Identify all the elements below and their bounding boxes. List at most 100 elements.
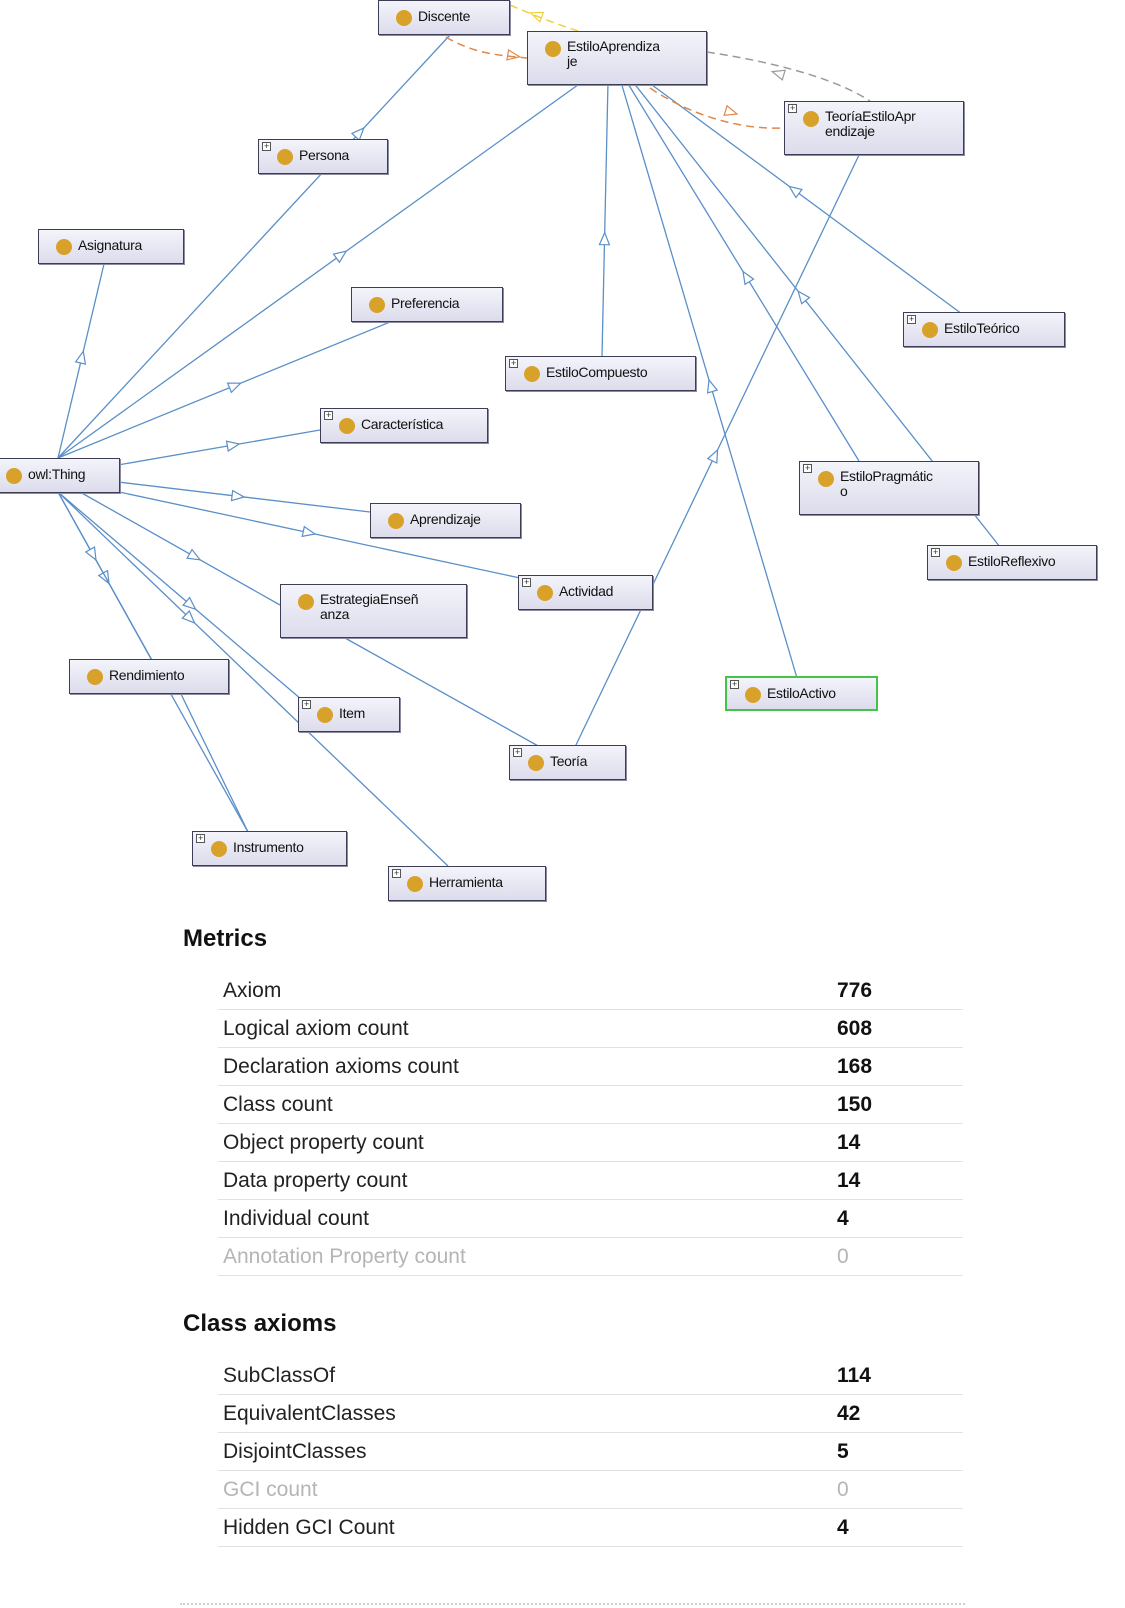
metrics-title: Metrics [183, 925, 268, 952]
node-estiloaprendizaje[interactable]: EstiloAprendiza je [527, 31, 707, 85]
class-dot-icon [803, 111, 819, 127]
metric-value: 42 [837, 1402, 861, 1425]
expand-icon[interactable]: + [522, 578, 531, 587]
subclass-edge [117, 429, 321, 466]
subclass-arrow-icon [350, 126, 365, 142]
subclass-arrow-icon [797, 290, 811, 305]
node-owlthing[interactable]: owl:Thing [0, 458, 120, 493]
metric-label: SubClassOf [223, 1364, 336, 1387]
subclass-arrow-icon [230, 489, 246, 502]
property-edge [706, 51, 871, 102]
node-label: Persona [299, 147, 350, 163]
metric-label: Logical axiom count [223, 1017, 409, 1040]
subclass-arrow-icon [301, 525, 317, 538]
node-label: Asignatura [78, 237, 142, 253]
node-label: Herramienta [429, 874, 503, 890]
node-estiloteorico[interactable]: +EstiloTeórico [903, 312, 1065, 347]
node-label: Discente [418, 8, 471, 24]
subclass-arrow-icon [225, 440, 241, 452]
node-label: EstiloReflexivo [968, 553, 1056, 569]
expand-icon[interactable]: + [302, 700, 311, 709]
subclass-arrow-icon [598, 231, 611, 246]
node-label: EstiloCompuesto [546, 364, 648, 380]
property-edge [649, 87, 785, 129]
subclass-edge [57, 491, 309, 706]
metric-row: Axiom 776 [218, 972, 963, 1010]
node-rendimiento[interactable]: Rendimiento [69, 659, 229, 694]
subclass-arrow-icon [706, 378, 719, 394]
node-item[interactable]: +Item [298, 697, 400, 732]
node-actividad[interactable]: + Actividad [518, 575, 653, 610]
section-divider [180, 1603, 965, 1605]
node-caracteristica[interactable]: +Característica [320, 408, 488, 443]
expand-icon[interactable]: + [907, 315, 916, 324]
node-teoriaestilo[interactable]: +TeoríaEstiloApr endizaje [784, 101, 964, 155]
node-estrategia[interactable]: EstrategiaEnseñ anza [280, 584, 467, 638]
expand-icon[interactable]: + [262, 142, 271, 151]
node-label: owl:Thing [28, 466, 86, 482]
node-label: Preferencia [391, 295, 460, 311]
metric-label: Class count [223, 1093, 333, 1116]
metric-label: Annotation Property count [223, 1245, 466, 1268]
subclass-arrow-icon [226, 382, 243, 394]
subclass-arrow-icon [186, 548, 202, 561]
property-edge [434, 29, 528, 59]
node-discente[interactable]: Discente [378, 0, 510, 35]
class-dot-icon [369, 297, 385, 313]
class-dot-icon [339, 418, 355, 434]
expand-icon[interactable]: + [196, 834, 205, 843]
class-dot-icon [6, 468, 22, 484]
metric-value: 776 [837, 979, 873, 1002]
expand-icon[interactable]: + [392, 869, 401, 878]
subclass-edge [57, 34, 451, 459]
class-axioms-title: Class axioms [183, 1310, 337, 1337]
class-dot-icon [745, 687, 761, 703]
metric-label: GCI count [223, 1478, 318, 1501]
node-persona[interactable]: + Persona [258, 139, 388, 174]
subclass-edge [601, 81, 609, 357]
expand-icon[interactable]: + [324, 411, 333, 420]
metric-label: Data property count [223, 1169, 408, 1192]
property-edge [509, 4, 579, 32]
class-dot-icon [537, 585, 553, 601]
metric-label: Axiom [223, 979, 282, 1002]
node-instrumento[interactable]: +Instrumento [192, 831, 347, 866]
metric-value: 0 [837, 1245, 849, 1268]
expand-icon[interactable]: + [730, 680, 739, 689]
metric-label: Hidden GCI Count [223, 1516, 395, 1539]
node-estiloactivo[interactable]: +EstiloActivo [725, 676, 878, 711]
expand-icon[interactable]: + [931, 548, 940, 557]
node-herramienta[interactable]: + Herramienta [388, 866, 546, 901]
node-estilocompuesto[interactable]: + EstiloCompuesto [505, 356, 696, 391]
node-preferencia[interactable]: Preferencia [351, 287, 503, 322]
class-dot-icon [396, 10, 412, 26]
node-label: EstrategiaEnseñ anza [320, 591, 419, 622]
node-aprendizaje[interactable]: Aprendizaje [370, 503, 521, 538]
node-label: EstiloPragmátic o [840, 468, 933, 499]
subclass-arrow-icon [706, 448, 719, 464]
expand-icon[interactable]: + [788, 104, 797, 113]
class-dot-icon [211, 841, 227, 857]
node-asignatura[interactable]: Asignatura [38, 229, 184, 264]
class-dot-icon [87, 669, 103, 685]
property-arrow-icon [770, 69, 786, 81]
class-dot-icon [818, 471, 834, 487]
node-estiloreflexivo[interactable]: + EstiloReflexivo [927, 545, 1097, 580]
subclass-edge [57, 81, 583, 459]
subclass-arrow-icon [181, 609, 196, 624]
property-arrow-icon [723, 104, 739, 117]
node-estilopragmatico[interactable]: + EstiloPragmátic o [799, 461, 979, 515]
expand-icon[interactable]: + [803, 464, 812, 473]
node-label: Actividad [559, 583, 614, 599]
class-dot-icon [528, 755, 544, 771]
expand-icon[interactable]: + [509, 359, 518, 368]
node-teoria[interactable]: +Teoría [509, 745, 626, 780]
expand-icon[interactable]: + [513, 748, 522, 757]
